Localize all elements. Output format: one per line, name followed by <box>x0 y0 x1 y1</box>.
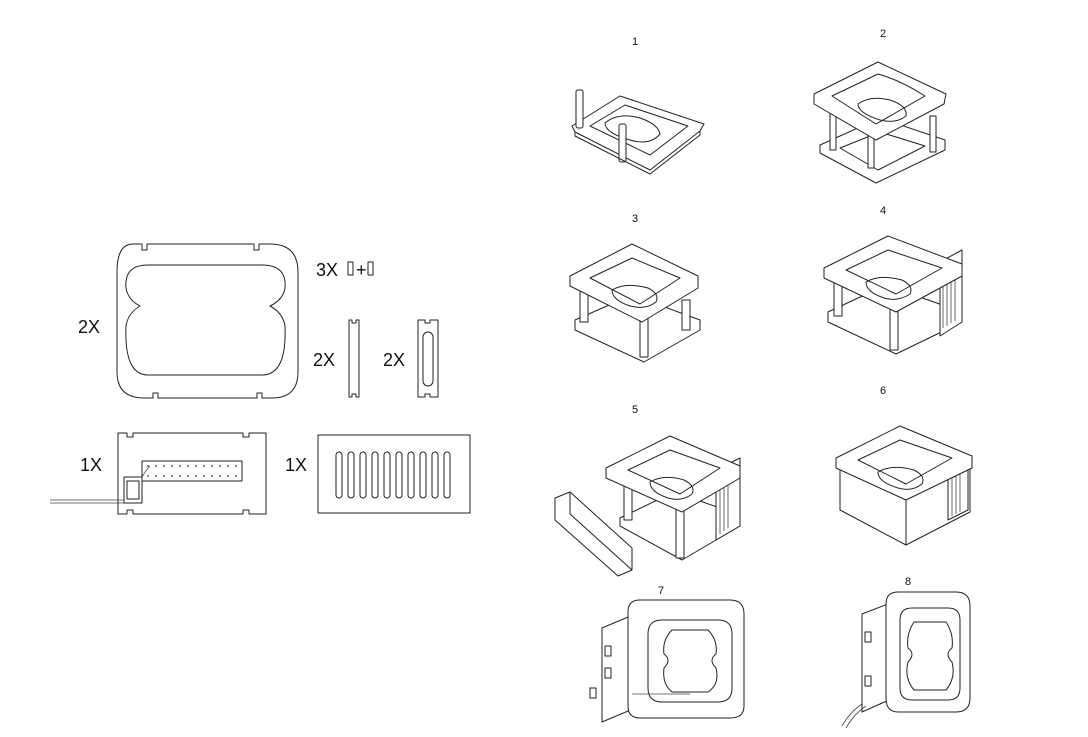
step-6-drawing <box>835 425 973 546</box>
step-7-drawing <box>589 599 745 723</box>
side-slot-qty: 2X <box>383 350 405 370</box>
pins-part: + <box>347 260 374 280</box>
step-4-drawing <box>823 235 963 355</box>
step-1-label: 1 <box>632 36 638 48</box>
step-2-drawing <box>813 61 947 184</box>
vent-panel-qty: 1X <box>285 455 307 475</box>
back-panel-qty: 1X <box>80 455 102 475</box>
pins-qty: 3X <box>316 260 338 280</box>
top-panel-part <box>116 243 299 399</box>
side-post-qty: 2X <box>313 350 335 370</box>
step-5-label: 5 <box>632 404 638 416</box>
step-5-drawing <box>554 435 741 577</box>
step-3-label: 3 <box>632 213 638 225</box>
side-post-part <box>348 319 360 398</box>
side-slot-part <box>417 319 439 398</box>
vent-panel-part <box>317 434 471 514</box>
step-6-label: 6 <box>880 385 886 397</box>
back-panel-part <box>50 432 267 515</box>
top-panel-qty: 2X <box>78 317 100 337</box>
step-8-drawing <box>841 591 971 729</box>
step-1-drawing <box>571 89 705 175</box>
step-3-drawing <box>569 243 701 363</box>
step-7-label: 7 <box>658 585 664 597</box>
step-2-label: 2 <box>880 28 886 40</box>
step-8-label: 8 <box>905 576 911 588</box>
pcb-dots <box>147 465 237 477</box>
pins-plus: + <box>356 260 367 280</box>
step-4-label: 4 <box>880 205 886 217</box>
